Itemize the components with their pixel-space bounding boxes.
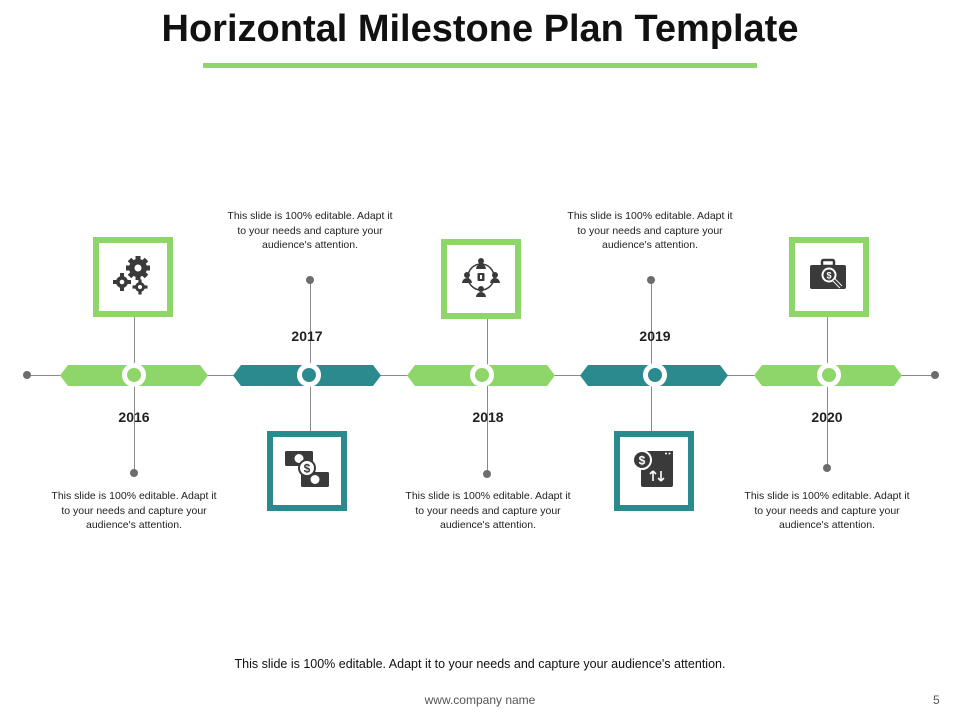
milestone-node-2017 (297, 363, 321, 387)
connector-dot-2016 (130, 469, 138, 477)
gears-icon (111, 253, 155, 302)
connector-2020-up (827, 316, 828, 366)
milestone-node-2020 (817, 363, 841, 387)
milestone-year-2018: 2018 (472, 409, 504, 425)
connector-2020-down (827, 386, 828, 468)
milestone-year-2019: 2019 (639, 328, 671, 344)
footer-url[interactable]: www.company name (424, 693, 536, 707)
svg-text:$: $ (304, 461, 311, 475)
milestone-year-2016: 2016 (118, 409, 150, 425)
milestone-node-2019 (643, 363, 667, 387)
connector-2016-down (134, 386, 135, 474)
milestone-year-2017: 2017 (291, 328, 323, 344)
connector-2017-down (310, 386, 311, 432)
milestone-node-2016 (122, 363, 146, 387)
dollar-transfer-window-icon: $ (631, 447, 677, 496)
milestone-desc-2020: This slide is 100% editable. Adapt it to… (744, 490, 910, 531)
footer-note: This slide is 100% editable. Adapt it to… (234, 657, 726, 671)
slide-title: Horizontal Milestone Plan Template (161, 8, 799, 50)
title-underline (203, 63, 757, 68)
page-number: 5 (933, 693, 940, 707)
svg-text:$: $ (826, 270, 831, 280)
connector-2018-down (487, 386, 488, 474)
connector-2019-up (651, 280, 652, 366)
briefcase-dollar-search-icon: $ (808, 256, 850, 299)
milestone-icon-box-2017: $ (267, 431, 347, 511)
milestone-desc-2019: This slide is 100% editable. Adapt it to… (567, 210, 733, 251)
milestone-icon-box-2020: $ (789, 237, 869, 317)
axis-start-dot (23, 371, 31, 379)
milestone-icon-box-2016 (93, 237, 173, 317)
team-network-icon (460, 256, 502, 303)
connector-2018-up (487, 318, 488, 366)
milestone-icon-box-2018 (441, 239, 521, 319)
milestone-node-2018 (470, 363, 494, 387)
connector-2016-up (134, 316, 135, 366)
milestone-year-2020: 2020 (811, 409, 843, 425)
connector-2017-up (310, 280, 311, 366)
milestone-desc-2018: This slide is 100% editable. Adapt it to… (405, 490, 571, 531)
axis-end-dot (931, 371, 939, 379)
milestone-icon-box-2019: $ (614, 431, 694, 511)
money-exchange-icon: $ (283, 447, 331, 496)
connector-dot-2020 (823, 464, 831, 472)
milestone-desc-2016: This slide is 100% editable. Adapt it to… (51, 490, 217, 531)
connector-2019-down (651, 386, 652, 432)
connector-dot-2018 (483, 470, 491, 478)
connector-dot-2019 (647, 276, 655, 284)
milestone-desc-2017: This slide is 100% editable. Adapt it to… (227, 210, 393, 251)
connector-dot-2017 (306, 276, 314, 284)
svg-text:$: $ (639, 453, 646, 467)
